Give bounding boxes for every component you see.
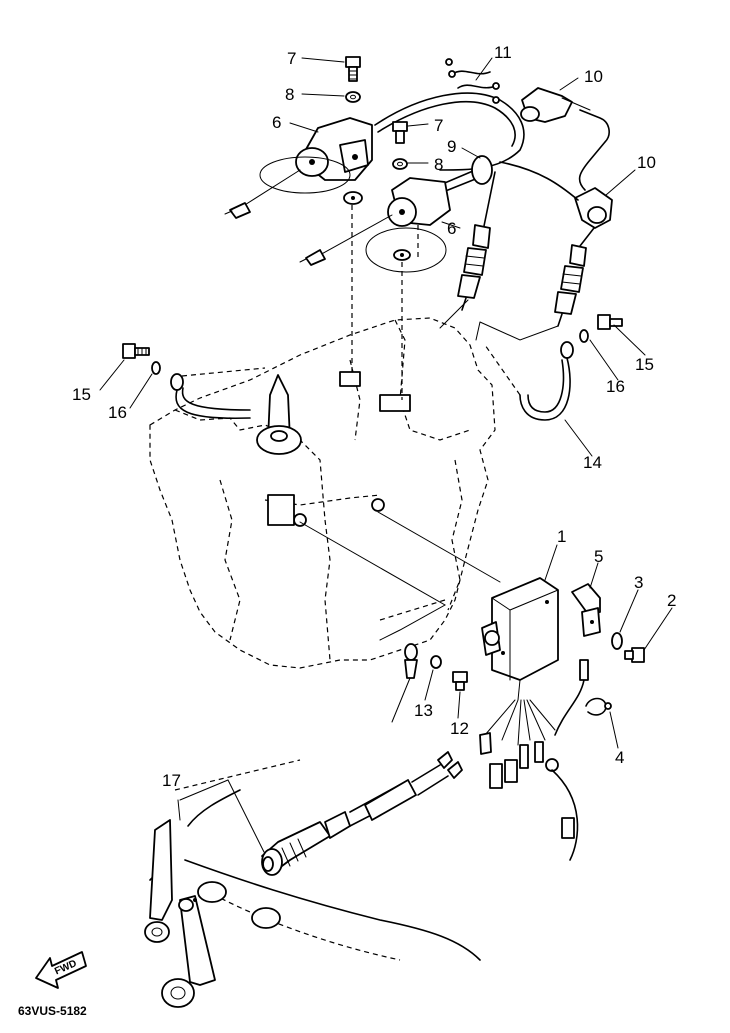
callout-8: 8 [434, 155, 443, 174]
leader-lines [99, 57, 673, 853]
stop-switch-17 [261, 751, 463, 876]
washer-8-upper [345, 91, 361, 103]
ignition-coil-upper [224, 92, 525, 219]
washer-3 [611, 632, 623, 650]
callout-7: 7 [434, 116, 443, 135]
callout-11: 11 [494, 43, 512, 62]
bolt-15-right [597, 314, 623, 330]
callout-16: 16 [606, 377, 625, 396]
callout-16: 16 [108, 403, 127, 422]
bolt-7-upper [345, 56, 361, 82]
callout-labels: 7 8 6 7 8 9 6 11 10 10 15 16 15 16 14 1 … [72, 43, 676, 790]
spark-plug-b [554, 227, 595, 327]
screw-coil-upper [343, 191, 363, 205]
callout-17: 17 [162, 771, 181, 790]
callout-12: 12 [450, 719, 469, 738]
plug-cap-upper [520, 87, 610, 191]
washer-16-left [151, 361, 161, 375]
callout-1: 1 [557, 527, 566, 546]
bolt-7-lower [392, 121, 408, 144]
ground-terminal-13 [391, 643, 442, 723]
diagram-code: 63VUS-5182 [18, 1004, 87, 1018]
callout-15: 15 [72, 385, 91, 404]
cdi-mount-line [299, 511, 501, 641]
callout-14: 14 [583, 453, 602, 472]
ignition-coil-lower [299, 155, 493, 273]
callout-7: 7 [287, 49, 296, 68]
bracket-5 [571, 583, 601, 637]
callout-13: 13 [414, 701, 433, 720]
callout-15: 15 [635, 355, 654, 374]
callout-5: 5 [594, 547, 603, 566]
callout-8: 8 [285, 85, 294, 104]
callout-3: 3 [634, 573, 643, 592]
clamp-4 [585, 697, 612, 716]
washer-8-lower [392, 158, 408, 170]
callout-10: 10 [584, 67, 603, 86]
leader-lines-dashed [379, 599, 446, 621]
spark-plug-a [457, 171, 496, 311]
cdi-unit [479, 577, 589, 861]
callout-4: 4 [615, 748, 624, 767]
callout-6: 6 [272, 113, 281, 132]
bolt-2 [624, 647, 645, 663]
plug-guide-lines [439, 299, 559, 341]
callout-2: 2 [667, 591, 676, 610]
washer-16-right [579, 329, 589, 343]
bolt-12 [452, 671, 468, 691]
bracket-arm-17 [144, 819, 216, 1008]
callout-9: 9 [447, 137, 456, 156]
engine-block-outline [149, 317, 496, 669]
fwd-arrow-icon: FWD [35, 951, 87, 989]
bottom-cowling-outline [149, 759, 481, 961]
cable-holder-11 [445, 58, 500, 104]
ground-lead-right [484, 341, 574, 421]
callout-6: 6 [447, 219, 456, 238]
callout-10: 10 [637, 153, 656, 172]
ground-lead-left [170, 367, 266, 420]
plug-cap-lower [499, 161, 613, 229]
bolt-15-left [122, 343, 150, 359]
